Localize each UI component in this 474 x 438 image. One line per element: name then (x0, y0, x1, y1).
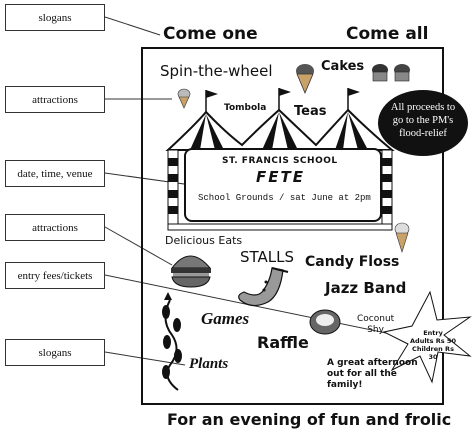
teas-text: Teas (294, 104, 327, 119)
delicious-eats-text: Delicious Eats (165, 234, 243, 247)
coconut-line-1: Coconut (357, 314, 395, 324)
candy-floss-text: Candy Floss (305, 254, 400, 270)
footer-slogan: For an evening of fun and frolic (167, 410, 452, 429)
stalls-text: STALLS (240, 248, 295, 266)
proceeds-line-1: All proceeds to (390, 102, 456, 113)
label-attractions-2: attractions (5, 214, 105, 241)
venue-date-text: School Grounds / sat June at 2pm (198, 193, 371, 203)
jazz-band-text: Jazz Band (325, 279, 407, 297)
fete-banner (184, 148, 382, 222)
fete-title: FETE (256, 168, 305, 186)
plants-text: Plants (189, 356, 229, 372)
label-entry-fees: entry fees/tickets (5, 262, 105, 289)
slogan-come-one: Come one (163, 24, 258, 44)
label-attractions-1: attractions (5, 86, 105, 113)
games-text: Games (201, 309, 250, 328)
label-slogans-top: slogans (5, 4, 105, 31)
label-date-time-venue: date, time, venue (5, 160, 105, 187)
slogan-come-all: Come all (346, 24, 429, 44)
afternoon-text: A great afternoon out for all the family… (327, 358, 418, 391)
cakes-text: Cakes (321, 59, 365, 74)
label-slogans-bottom: slogans (5, 339, 105, 366)
proceeds-text: All proceeds to go to the PM's flood-rel… (383, 101, 463, 140)
school-name: ST. FRANCIS SCHOOL (222, 156, 338, 166)
entry-line-1: Entry (423, 329, 443, 337)
afternoon-line-3: family! (327, 380, 363, 390)
entry-line-3: Children Rs 30 (412, 345, 454, 361)
afternoon-line-1: A great afternoon (327, 358, 418, 368)
poster-frame (141, 47, 444, 405)
entry-text: Entry Adults Rs 50 Children Rs 30 (409, 329, 457, 361)
afternoon-line-2: out for all the (327, 369, 397, 379)
coconut-shy-text: Coconut Shy (357, 314, 394, 336)
coconut-line-2: Shy (367, 325, 384, 335)
proceeds-line-3: flood-relief (399, 128, 447, 139)
raffle-text: Raffle (257, 333, 309, 352)
proceeds-line-2: go to the PM's (392, 115, 454, 126)
spin-the-wheel-text: Spin-the-wheel (160, 62, 273, 80)
entry-line-2: Adults Rs 50 (410, 337, 456, 345)
tombola-text: Tombola (224, 103, 267, 113)
